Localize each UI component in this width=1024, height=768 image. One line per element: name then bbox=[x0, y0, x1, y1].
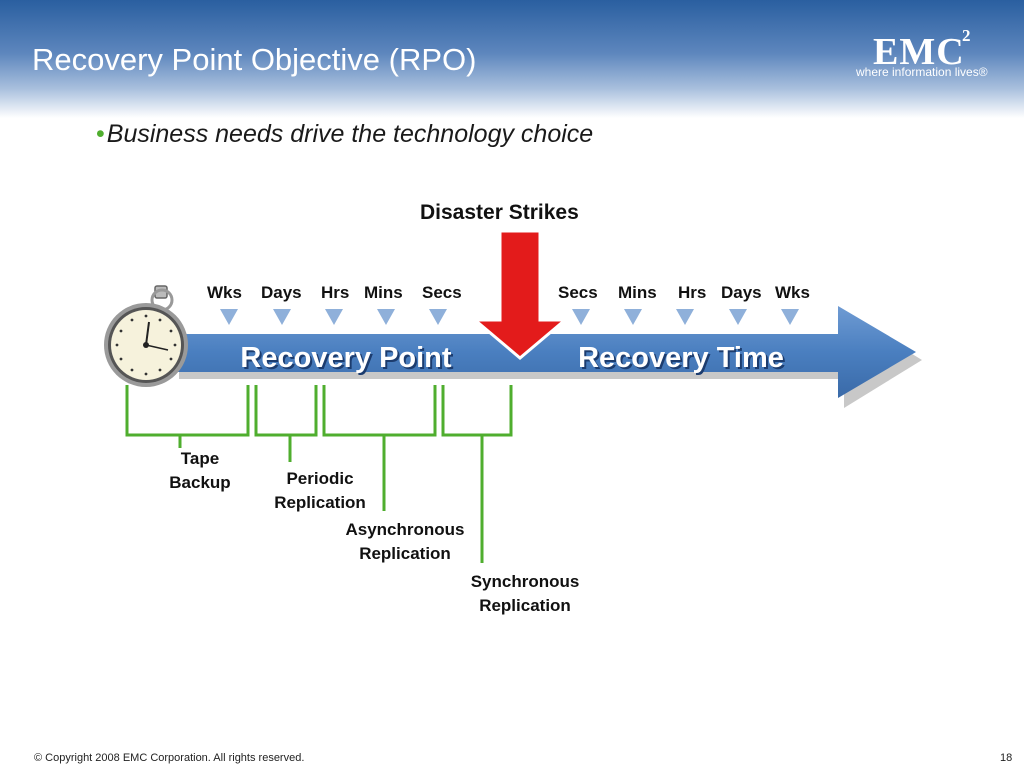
slide-title: Recovery Point Objective (RPO) bbox=[32, 42, 477, 77]
scale-label-left-wks: Wks bbox=[207, 283, 242, 302]
emc-logo-tagline: where information lives® bbox=[856, 65, 988, 79]
scale-label-right-wks: Wks bbox=[775, 283, 810, 302]
bracket-async-replication bbox=[322, 385, 437, 437]
technology-brackets bbox=[125, 385, 513, 563]
category-tape-backup: Tape Backup bbox=[150, 447, 250, 495]
disaster-arrow-icon bbox=[470, 229, 570, 360]
scale-label-left-mins: Mins bbox=[364, 283, 403, 302]
scale-label-left-hrs: Hrs bbox=[321, 283, 350, 302]
disaster-strikes-label: Disaster Strikes bbox=[420, 201, 579, 224]
copyright-footer: © Copyright 2008 EMC Corporation. All ri… bbox=[34, 752, 305, 764]
scale-marker bbox=[572, 309, 590, 325]
scale-label-right-secs: Secs bbox=[558, 283, 598, 302]
scale-marker bbox=[429, 309, 447, 325]
category-async-replication: Asynchronous Replication bbox=[330, 518, 480, 566]
scale-label-right-hrs: Hrs bbox=[678, 283, 707, 302]
scale-marker bbox=[624, 309, 642, 325]
scale-marker bbox=[325, 309, 343, 325]
category-line: Replication bbox=[274, 493, 366, 512]
scale-label-left-secs: Secs bbox=[422, 283, 462, 302]
scale-marker bbox=[273, 309, 291, 325]
bracket-periodic-replication bbox=[254, 385, 318, 437]
timeline-arrow-body bbox=[175, 306, 916, 398]
stopwatch-icon bbox=[104, 285, 188, 387]
bullet-dot-icon: • bbox=[96, 120, 105, 148]
right-scale-markers bbox=[572, 309, 799, 325]
category-line: Synchronous bbox=[470, 572, 580, 591]
recovery-time-label-text: Recovery Time bbox=[578, 342, 784, 374]
recovery-point-label: Recovery Point bbox=[242, 344, 453, 376]
scale-marker bbox=[377, 309, 395, 325]
category-line: Replication bbox=[479, 596, 571, 615]
bracket-sync-replication bbox=[441, 385, 513, 437]
category-sync-replication: Synchronous Replication bbox=[455, 570, 595, 618]
category-line: Backup bbox=[169, 473, 231, 492]
bullet-point: •Business needs drive the technology cho… bbox=[96, 120, 593, 149]
category-line: Tape bbox=[180, 449, 220, 468]
scale-marker bbox=[781, 309, 799, 325]
scale-marker bbox=[220, 309, 238, 325]
category-line: Replication bbox=[359, 544, 451, 563]
header-banner: Recovery Point Objective (RPO) EMC 2 whe… bbox=[0, 0, 1024, 118]
scale-label-right-days: Days bbox=[721, 283, 762, 302]
bullet-text: Business needs drive the technology choi… bbox=[106, 120, 594, 148]
scale-marker bbox=[729, 309, 747, 325]
category-line: Asynchronous bbox=[345, 520, 465, 539]
recovery-point-label-text: Recovery Point bbox=[240, 342, 451, 374]
scale-marker bbox=[676, 309, 694, 325]
recovery-time-label: Recovery Time bbox=[580, 344, 786, 376]
scale-label-right-mins: Mins bbox=[618, 283, 657, 302]
bracket-tape-backup bbox=[125, 385, 250, 437]
emc-logo-superscript: 2 bbox=[962, 26, 971, 45]
left-scale-markers bbox=[220, 309, 447, 325]
emc-logo-wordmark: EMC bbox=[873, 31, 965, 73]
scale-label-left-days: Days bbox=[261, 283, 302, 302]
page-number: 18 bbox=[1000, 752, 1013, 764]
category-periodic-replication: Periodic Replication bbox=[255, 467, 385, 515]
category-line: Periodic bbox=[286, 469, 354, 488]
